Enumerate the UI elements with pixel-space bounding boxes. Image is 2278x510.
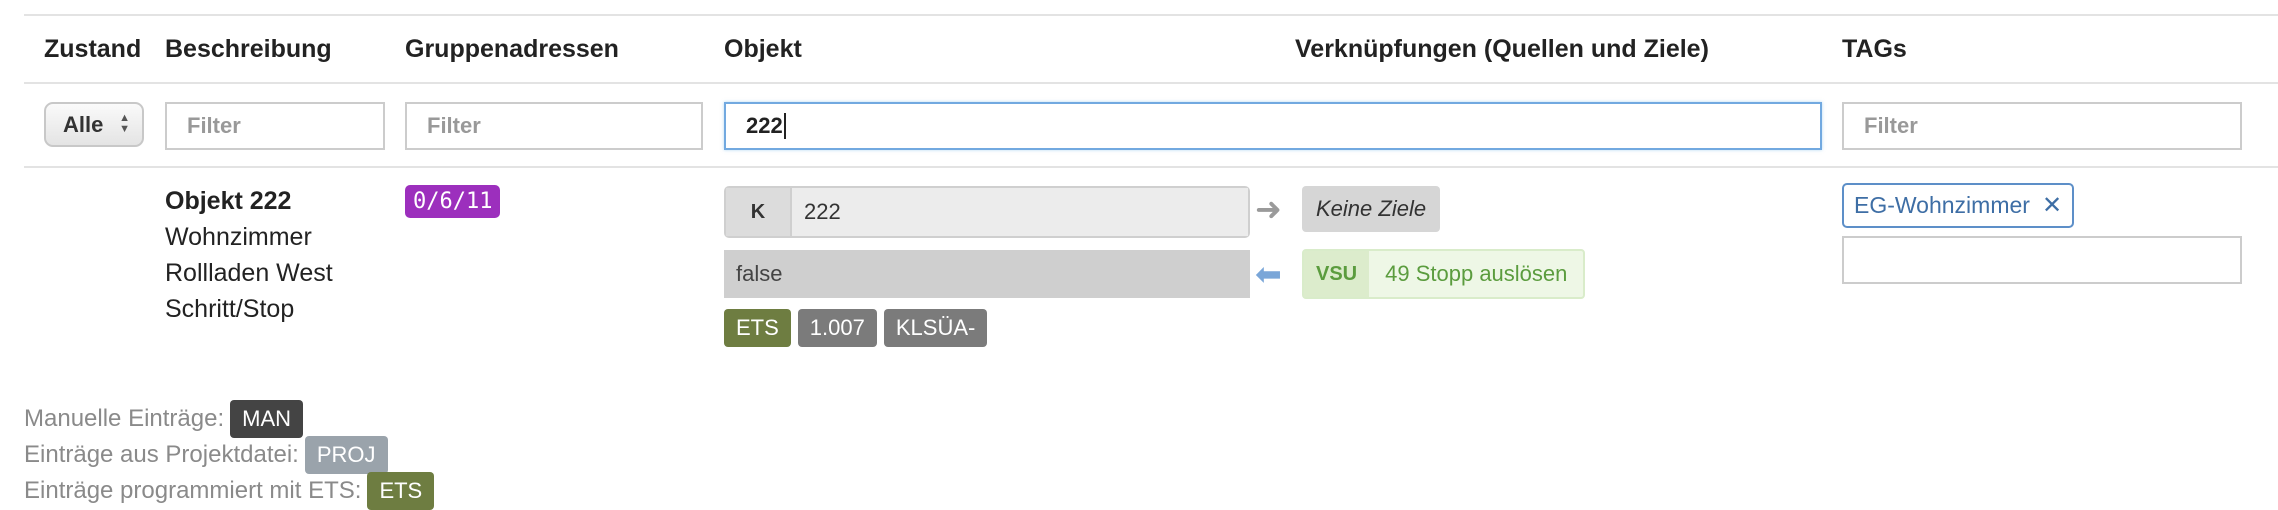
description-line-room: Wohnzimmer xyxy=(165,223,312,251)
source-type-badge: VSU xyxy=(1304,251,1370,297)
state-filter-value: Alle xyxy=(63,111,104,137)
legend-project-label: Einträge aus Projektdatei: xyxy=(24,441,299,468)
ets-legend-badge: ETS xyxy=(367,472,435,510)
remove-tag-icon[interactable]: ✕ xyxy=(2041,192,2063,219)
object-type-box: K xyxy=(726,188,792,236)
proj-badge: PROJ xyxy=(304,436,388,474)
man-badge: MAN xyxy=(230,400,304,438)
object-title: Objekt 222 xyxy=(165,187,292,215)
select-arrows-icon: ▲▼ xyxy=(119,112,130,135)
source-link[interactable]: VSU 49 Stopp auslösen xyxy=(1302,249,1586,299)
header-links[interactable]: Verknüpfungen (Quellen und Ziele) xyxy=(1295,35,1709,63)
description-filter-placeholder: Filter xyxy=(187,113,241,138)
tag-chip[interactable]: EG-Wohnzimmer ✕ xyxy=(1842,183,2075,228)
legend-ets-label: Einträge programmiert mit ETS: xyxy=(24,477,362,504)
table-top-rule xyxy=(24,14,2278,16)
header-tags[interactable]: TAGs xyxy=(1842,35,1907,63)
description-line-device: Rollladen West xyxy=(165,259,333,287)
group-address-badge[interactable]: 0/6/11 xyxy=(405,185,501,218)
object-value-field[interactable]: K 222 xyxy=(724,186,1250,238)
object-current-value[interactable]: false xyxy=(724,250,1250,298)
object-badges: ETS 1.007 KLSÜA- xyxy=(724,309,988,347)
legend-project: Einträge aus Projektdatei: PROJ xyxy=(24,436,388,474)
no-targets-label: Keine Ziele xyxy=(1302,186,1441,232)
header-state[interactable]: Zustand xyxy=(44,35,142,63)
dpt-badge: 1.007 xyxy=(797,309,877,347)
legend-ets: Einträge programmiert mit ETS: ETS xyxy=(24,472,435,510)
row-description: Objekt 222 Wohnzimmer Rollladen West Sch… xyxy=(165,183,333,327)
legend-manual: Manuelle Einträge: MAN xyxy=(24,400,304,438)
header-group-addresses[interactable]: Gruppenadressen xyxy=(405,35,619,63)
legend-manual-label: Manuelle Einträge: xyxy=(24,405,225,432)
filter-rule xyxy=(24,166,2278,168)
object-filter-value: 222 xyxy=(746,113,783,138)
description-line-function: Schritt/Stop xyxy=(165,295,295,323)
tag-add-input[interactable] xyxy=(1842,236,2242,284)
header-description[interactable]: Beschreibung xyxy=(165,35,332,63)
arrow-right-icon: ➜ xyxy=(1255,191,1282,227)
text-caret xyxy=(783,113,786,139)
source-link-text: 49 Stopp auslösen xyxy=(1385,261,1568,286)
tags-filter-placeholder: Filter xyxy=(1864,113,1918,138)
arrow-left-icon: ⬅ xyxy=(1255,256,1282,292)
group-address-filter-input[interactable]: Filter xyxy=(405,102,703,150)
state-filter-select[interactable]: Alle ▲▼ xyxy=(44,102,144,147)
object-filter-input[interactable]: 222 xyxy=(724,102,1822,150)
group-filter-placeholder: Filter xyxy=(427,113,481,138)
flags-badge: KLSÜA- xyxy=(883,309,988,347)
header-rule xyxy=(24,82,2278,84)
tag-label: EG-Wohnzimmer xyxy=(1854,192,2030,218)
description-filter-input[interactable]: Filter xyxy=(165,102,385,150)
header-object[interactable]: Objekt xyxy=(724,35,802,63)
ets-badge: ETS xyxy=(724,309,791,347)
tags-filter-input[interactable]: Filter xyxy=(1842,102,2242,150)
object-number: 222 xyxy=(792,188,1248,236)
